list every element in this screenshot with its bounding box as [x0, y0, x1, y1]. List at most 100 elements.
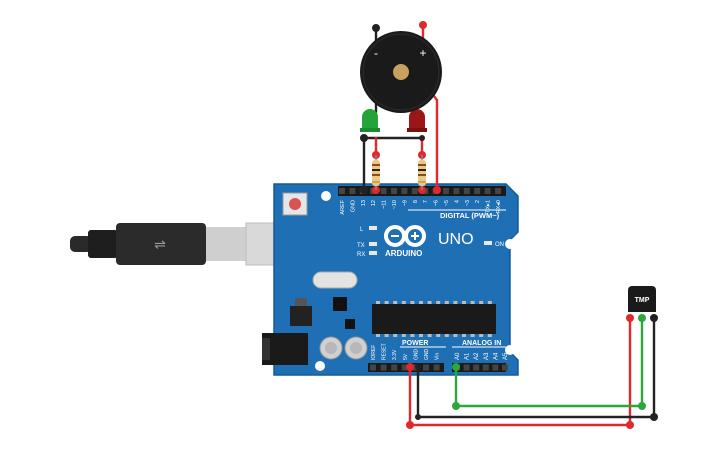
wire-a0-sensor[interactable] — [454, 316, 644, 408]
usb-cable-strain — [88, 230, 118, 258]
chip-pin — [427, 301, 432, 304]
chip-pin — [410, 301, 415, 304]
usb-connector — [206, 227, 246, 261]
digital-pin-label: TX▸1 — [486, 200, 492, 213]
resistor-red-led[interactable] — [418, 155, 426, 190]
mounting-hole — [505, 345, 515, 355]
analog-pin-label: A1 — [465, 352, 471, 360]
chip-pin — [444, 334, 449, 337]
analog-pin-label: A5 — [503, 352, 509, 360]
small-chip — [333, 297, 347, 311]
digital-pin-socket[interactable] — [349, 188, 356, 194]
microcontroller-chip — [372, 304, 496, 334]
digital-pin-label: ~6 — [434, 200, 440, 206]
chip-pin — [487, 334, 492, 337]
led-on-label: ON — [495, 242, 504, 248]
power-pin-label: IOREF — [371, 345, 377, 360]
reset-button-cap[interactable] — [289, 198, 301, 210]
digital-pin-label: 4 — [454, 200, 460, 203]
chip-pin — [393, 301, 398, 304]
chip-pin — [401, 301, 406, 304]
analog-pin-socket[interactable] — [502, 364, 508, 371]
power-pin-label: 3.3V — [392, 349, 398, 360]
digital-pin-label: GND — [350, 200, 356, 212]
analog-pin-socket[interactable] — [473, 364, 480, 371]
digital-pin-socket[interactable] — [401, 188, 408, 194]
wire-5v-sensor[interactable] — [408, 316, 632, 427]
power-pin-socket[interactable] — [391, 364, 398, 371]
chip-pin — [453, 301, 458, 304]
led-rx — [369, 251, 377, 255]
wire-gnd-sensor[interactable] — [416, 316, 656, 419]
piezo-buzzer[interactable]: - + — [360, 31, 442, 113]
led-green[interactable] — [360, 109, 380, 132]
chip-pin — [453, 334, 458, 337]
chip-pin — [462, 334, 466, 337]
power-pin-label: 5V — [403, 353, 409, 360]
analog-pin-label: A4 — [493, 352, 499, 360]
buzzer-center — [393, 64, 409, 80]
analog-pin-socket[interactable] — [463, 364, 470, 371]
chip-pin — [384, 334, 389, 337]
digital-pin-label: ~9 — [402, 200, 408, 206]
digital-pin-socket[interactable] — [411, 188, 418, 194]
crystal — [312, 271, 358, 289]
digital-pin-label: 2 — [475, 200, 481, 203]
digital-pin-socket[interactable] — [463, 188, 470, 194]
power-pin-socket[interactable] — [370, 364, 376, 371]
power-pin-socket[interactable] — [433, 364, 440, 371]
power-pin-label: GND — [413, 349, 419, 361]
usb-plug-body — [116, 223, 206, 265]
led-l-label: L — [360, 227, 364, 233]
led-l — [369, 226, 377, 230]
voltage-regulator-tab — [295, 298, 307, 306]
analog-pin-label: A2 — [474, 352, 480, 360]
digital-pin-socket[interactable] — [474, 188, 481, 194]
chip-pin — [479, 301, 484, 304]
digital-pin-socket[interactable] — [484, 188, 491, 194]
chip-pin — [419, 334, 423, 337]
chip-pin — [384, 301, 389, 304]
power-pin-socket[interactable] — [401, 364, 408, 371]
chip-pin — [436, 301, 441, 304]
brand-label: ARDUINO — [385, 249, 422, 258]
usb-icon: ⇌ — [154, 236, 166, 252]
chip-pin — [410, 334, 415, 337]
digital-pin-label: ~5 — [444, 200, 450, 206]
chip-pin — [487, 301, 492, 304]
led-tx-label: TX — [357, 243, 365, 249]
sensor-label: TMP — [635, 297, 650, 304]
analog-pin-socket[interactable] — [492, 364, 499, 371]
chip-pin — [401, 334, 406, 337]
resistor-green-led[interactable] — [372, 155, 380, 190]
led-red[interactable] — [407, 109, 427, 132]
power-pin-label: Vin — [435, 353, 441, 360]
digital-pin-label: ~11 — [382, 200, 388, 209]
digital-pin-socket[interactable] — [453, 188, 460, 194]
digital-pin-socket[interactable] — [339, 188, 345, 194]
mounting-hole — [505, 239, 515, 249]
usb-cable-end — [70, 236, 92, 252]
buzzer-minus-label: - — [374, 46, 378, 60]
digital-header-label: DIGITAL (PWM~) — [440, 211, 500, 220]
temperature-sensor[interactable]: TMP — [628, 286, 656, 312]
chip-pin — [462, 301, 466, 304]
led-rx-label: RX — [357, 252, 365, 258]
digital-pin-socket[interactable] — [443, 188, 449, 194]
chip-pin — [393, 334, 398, 337]
chip-pin — [419, 301, 423, 304]
digital-pin-label: 7 — [423, 200, 429, 203]
digital-pin-socket[interactable] — [495, 188, 501, 194]
voltage-regulator — [290, 306, 312, 326]
power-jack-lip — [262, 338, 270, 360]
digital-pin-socket[interactable] — [380, 188, 387, 194]
digital-pin-label: ~10 — [392, 200, 398, 209]
digital-pin-label: AREF — [340, 199, 346, 214]
digital-pin-label: 13 — [361, 200, 367, 206]
digital-pin-socket[interactable] — [391, 188, 397, 194]
power-pin-socket[interactable] — [380, 364, 387, 371]
power-pin-socket[interactable] — [423, 364, 429, 371]
small-chip-2 — [345, 319, 355, 329]
analog-pin-socket[interactable] — [482, 364, 489, 371]
